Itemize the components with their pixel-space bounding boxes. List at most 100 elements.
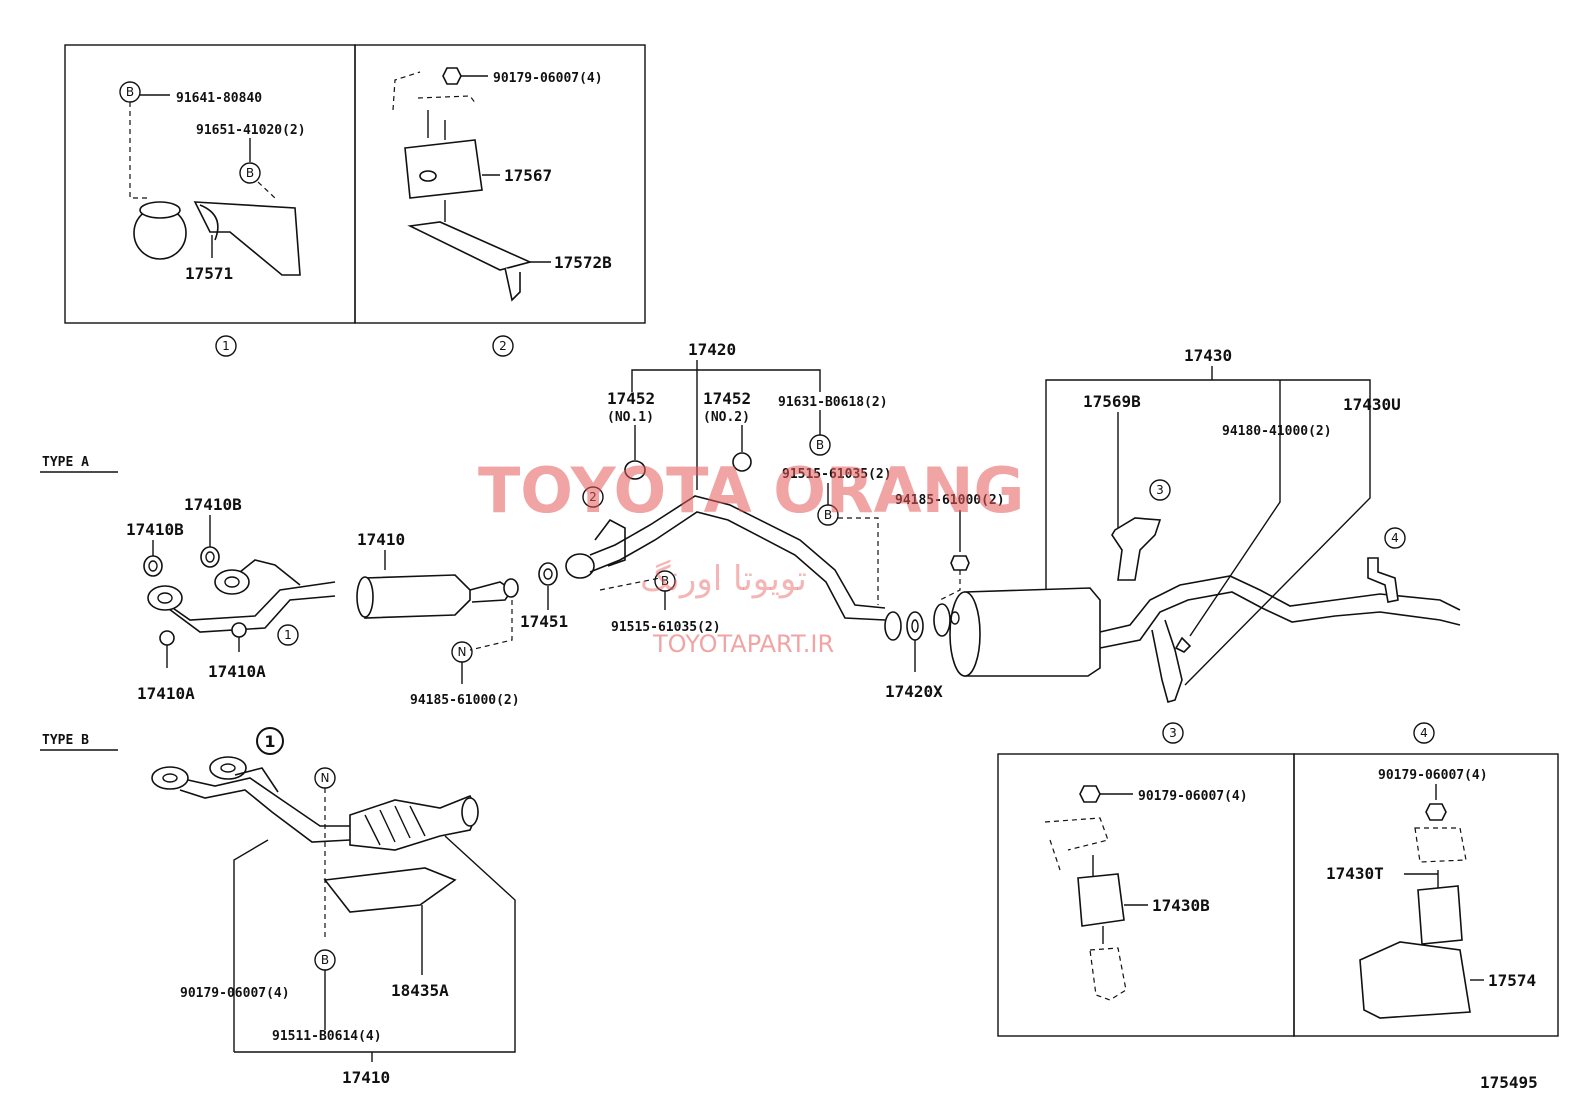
part-17430B: 17430B <box>1152 896 1210 915</box>
svg-text:B: B <box>246 166 254 180</box>
nut-b-ref <box>239 162 261 184</box>
svg-text:N: N <box>321 771 330 785</box>
rubber-mount-17430T <box>1417 885 1463 945</box>
part-17410-b: 17410 <box>342 1068 390 1087</box>
ref-1-type-b <box>256 727 284 755</box>
svg-text:2: 2 <box>499 339 507 353</box>
ref-3-circle <box>1162 722 1184 744</box>
svg-text:1: 1 <box>284 628 292 642</box>
front-pipe <box>149 581 336 621</box>
part-17420: 17420 <box>688 340 736 359</box>
part-17420X: 17420X <box>885 682 943 701</box>
part-91641-80840: 91641-80840 <box>176 91 262 106</box>
bolt-b-ref-letter: B <box>126 85 134 99</box>
ref-4-type-a <box>1384 527 1406 549</box>
part-90179-06007-b: 90179-06007(4) <box>180 986 290 1001</box>
svg-text:B: B <box>824 508 832 522</box>
flange-17420 <box>884 611 902 641</box>
ref-2-type-a <box>582 486 604 508</box>
part-17410B-left: 17410B <box>126 520 184 539</box>
watermark-persian: تویوتا اورنگ <box>640 559 807 599</box>
svg-text:1: 1 <box>264 732 275 751</box>
inset-4-frame <box>1293 753 1559 1037</box>
ref-2-circle <box>492 335 514 357</box>
gasket-17420X <box>906 611 924 641</box>
nut-icon <box>442 67 462 85</box>
center-pipe-bracket <box>594 518 626 567</box>
svg-text:1: 1 <box>222 339 230 353</box>
type-a-label: TYPE A <box>42 455 89 470</box>
nut-94185-mid <box>950 555 970 571</box>
part-17410-a: 17410 <box>357 530 405 549</box>
svg-text:4: 4 <box>1391 531 1399 545</box>
svg-text:3: 3 <box>1169 726 1177 740</box>
part-17410B-right: 17410B <box>184 495 242 514</box>
part-17410A-right: 17410A <box>208 662 266 681</box>
hanger-rubber-no2 <box>732 452 752 472</box>
flange-type-b-right <box>209 756 247 780</box>
heat-shield <box>323 867 457 913</box>
nut-17410A-right <box>231 622 247 638</box>
type-b-label: TYPE B <box>42 733 89 748</box>
part-17430U: 17430U <box>1343 395 1401 414</box>
hanger-17569B <box>1111 517 1162 581</box>
rear-muffler <box>964 587 1101 677</box>
front-flange <box>147 585 183 611</box>
tail-hanger <box>1367 557 1399 603</box>
part-17451: 17451 <box>520 612 568 631</box>
inset-2-panel: 90179-06007(4) 17567 17572B <box>354 44 646 324</box>
svg-text:B: B <box>321 953 329 967</box>
part-17430T: 17430T <box>1326 864 1384 883</box>
part-17574: 17574 <box>1488 971 1536 990</box>
inset-3-panel: 90179-06007(4) 17430B <box>997 753 1295 1037</box>
part-94180-41000: 94180-41000(2) <box>1222 424 1332 439</box>
rubber-mount <box>404 139 483 199</box>
watermark-brand: TOYOTA ORANG <box>478 454 1024 527</box>
part-17571: 17571 <box>185 264 233 283</box>
ref-4-circle <box>1413 722 1435 744</box>
part-90179-06007-i3: 90179-06007(4) <box>1138 789 1248 804</box>
svg-text:3: 3 <box>1156 483 1164 497</box>
svg-text:B: B <box>816 438 824 452</box>
inset-2-frame <box>354 44 646 324</box>
part-91511-B0614: 91511-B0614(4) <box>272 1029 382 1044</box>
front-pipe-type-b <box>179 789 351 843</box>
part-94185-61000-left: 94185-61000(2) <box>410 693 520 708</box>
part-17572B: 17572B <box>554 253 612 272</box>
inset-4-panel: 90179-06007(4) 17430T 17574 <box>1293 753 1559 1037</box>
flange-type-b-left <box>151 766 189 790</box>
part-90179-06007-i4: 90179-06007(4) <box>1378 768 1488 783</box>
part-91515-61035-top: 91515-61035(2) <box>782 467 892 482</box>
rubber-mount-17430B <box>1077 873 1125 927</box>
ref-3-type-a <box>1149 479 1171 501</box>
nut-icon <box>1079 785 1101 803</box>
svg-text:N: N <box>458 645 467 659</box>
part-17569B: 17569B <box>1083 392 1141 411</box>
part-17410A-left: 17410A <box>137 684 195 703</box>
part-17452-no1: 17452 <box>607 389 655 408</box>
part-18435A: 18435A <box>391 981 449 1000</box>
watermark-url: TOYOTAPART.IR <box>652 630 834 658</box>
ref-1-circle <box>215 335 237 357</box>
ref-1-type-a <box>277 624 299 646</box>
hanger-bracket <box>193 201 301 276</box>
center-pipe-flange <box>565 553 595 579</box>
label-no2: (NO.2) <box>703 410 750 425</box>
tail-pipe <box>1099 575 1461 633</box>
part-91651-41020: 91651-41020(2) <box>196 123 306 138</box>
part-91631-B0618: 91631-B0618(2) <box>778 395 888 410</box>
nut-17410A-left <box>159 630 175 646</box>
part-91515-61035-bottom: 91515-61035(2) <box>611 620 721 635</box>
center-pipe <box>589 495 886 609</box>
part-17567: 17567 <box>504 166 552 185</box>
figure-number: 175495 <box>1480 1073 1538 1092</box>
hanger-17430U <box>1151 619 1183 703</box>
svg-text:4: 4 <box>1420 726 1428 740</box>
gasket-right <box>200 546 220 568</box>
gasket-17451 <box>538 562 558 586</box>
svg-text:B: B <box>661 574 669 588</box>
part-90179-06007: 90179-06007(4) <box>493 71 603 86</box>
front-muffler <box>364 574 471 619</box>
part-17452-no2: 17452 <box>703 389 751 408</box>
